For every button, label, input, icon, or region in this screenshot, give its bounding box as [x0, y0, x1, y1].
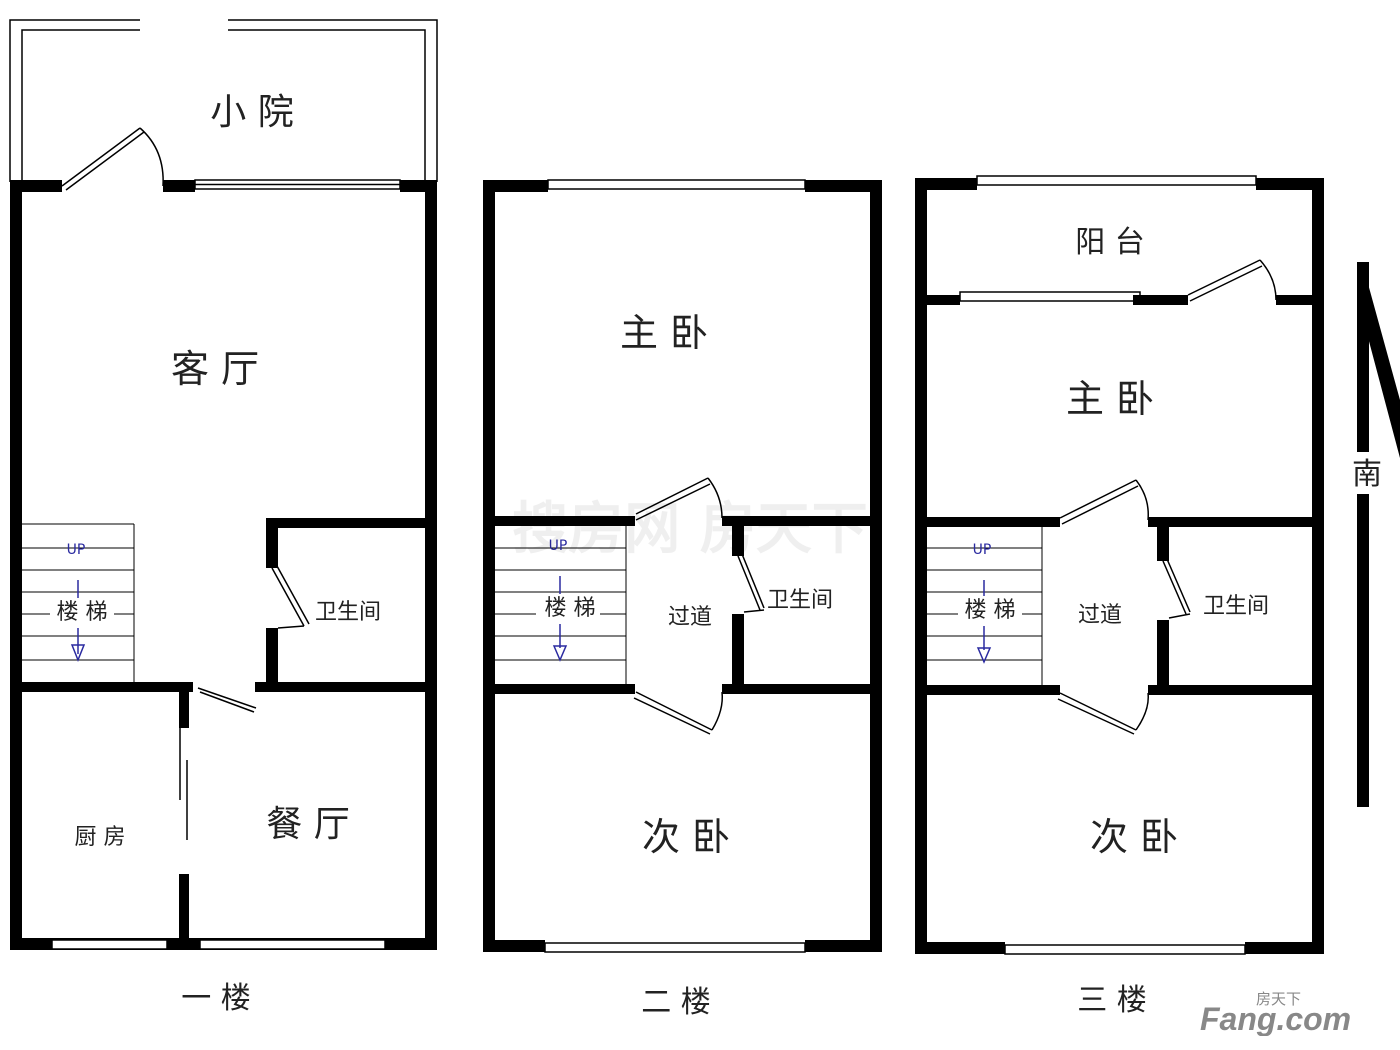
floor-3-corridor-label: 过道	[1078, 603, 1122, 628]
floor-2-stairs-up-label: UP	[549, 538, 568, 554]
floor-1: 小 院 客 厅 UP 楼 梯 卫生间 厨 房 餐 厅 一 楼	[9, 19, 438, 1016]
compass-arrow: 南	[1348, 262, 1400, 807]
floor-3-stairs-up-label: UP	[973, 542, 992, 558]
floor-1-stairs-label: 楼 梯	[57, 600, 108, 625]
floor-2: 主 卧 UP 楼 梯 过道 卫生间 次 卧 二 楼	[483, 179, 882, 1020]
watermark: 搜房网 房天下	[512, 497, 868, 562]
floor-1-dining-label: 餐 厅	[266, 804, 349, 845]
floor-3-second-label: 次 卧	[1090, 815, 1178, 859]
floor-2-master-label: 主 卧	[620, 311, 708, 355]
floor-1-courtyard-label: 小 院	[210, 92, 293, 133]
floor-2-stairs	[495, 526, 627, 684]
floor-3-label: 三 楼	[1077, 983, 1147, 1018]
floor-1-stairs-up-label: UP	[67, 542, 86, 558]
compass-label: 南	[1352, 457, 1382, 492]
floor-1-stairs	[22, 523, 135, 682]
floor-3-bathroom-label: 卫生间	[1203, 594, 1269, 619]
logo-cn-text: 房天下	[1256, 990, 1301, 1008]
floor-1-kitchen-label: 厨 房	[75, 825, 126, 850]
floor-1-label: 一 楼	[181, 981, 251, 1016]
logo-brand-text: Fang.com	[1200, 1001, 1351, 1036]
fang-logo: 房天下 Fang.com	[1196, 986, 1386, 1040]
floor-3-balcony-label: 阳 台	[1075, 225, 1145, 260]
floor-3: 阳 台 主 卧 UP 楼 梯 过道 卫生间 次 卧 三 楼	[915, 175, 1324, 1018]
floor-3-stairs-label: 楼 梯	[965, 598, 1016, 623]
floor-2-stairs-label: 楼 梯	[545, 596, 596, 621]
floor-2-bathroom-label: 卫生间	[767, 588, 833, 613]
floor-3-master-label: 主 卧	[1066, 377, 1154, 421]
floor-1-bathroom-label: 卫生间	[315, 600, 381, 625]
floor-2-second-label: 次 卧	[642, 815, 730, 859]
floor-1-living-label: 客 厅	[171, 347, 259, 391]
floor-2-corridor-label: 过道	[668, 605, 712, 630]
floor-2-label: 二 楼	[641, 985, 711, 1020]
